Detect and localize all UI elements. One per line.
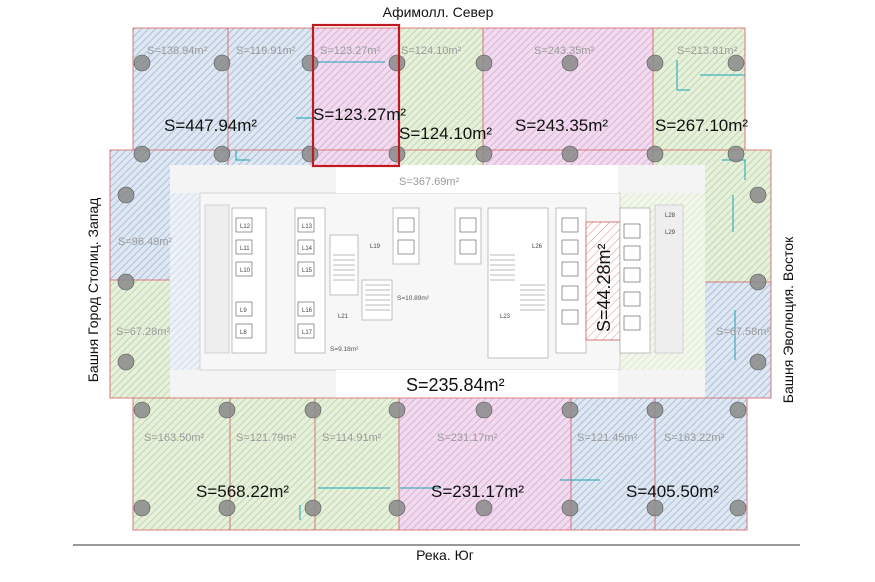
area-label-small: S=231.17m²: [437, 432, 498, 444]
outline: [109, 27, 772, 531]
room-tag: L29: [665, 230, 676, 236]
zone-north-east[interactable]: [653, 28, 745, 165]
area-label-large: S=405.50m²: [626, 482, 719, 501]
room-tag: L23: [500, 314, 511, 320]
area-label-small: S=67.28m²: [116, 326, 170, 338]
area-label-small: S=163.22m²: [664, 432, 725, 444]
zone-north-center[interactable]: [399, 28, 483, 165]
area-label-small: S=121.79m²: [236, 432, 297, 444]
area-label-small: S=123.27m²: [320, 45, 381, 57]
area-label-large: S=44.28m²: [594, 243, 614, 332]
area-label-large: S=123.27m²: [313, 105, 406, 124]
zone-north-selected[interactable]: [313, 28, 399, 165]
room-tag: L17: [302, 330, 313, 336]
room-tag: L9: [240, 308, 247, 314]
columns: [117, 54, 767, 517]
area-label-small: S=124.10m²: [401, 45, 462, 57]
room-tag: L13: [302, 224, 313, 230]
zone-south-center-west[interactable]: [315, 398, 399, 530]
room-tag: L28: [665, 213, 676, 219]
room-tag: L11: [240, 246, 250, 252]
zone-east-lower[interactable]: [705, 282, 771, 398]
big-area-labels: S=447.94m² S=123.27m² S=124.10m² S=243.3…: [164, 105, 748, 501]
area-label-small: S=119.91m²: [236, 45, 296, 57]
area-label-small: S=114.91m²: [322, 432, 382, 444]
area-label-large: S=267.10m²: [655, 116, 748, 135]
core-area-label: S=10.89m²: [397, 295, 430, 302]
label-north: Афимолл. Север: [383, 4, 494, 20]
area-label-small: S=163.50m²: [144, 432, 205, 444]
room-tag: L21: [338, 314, 349, 320]
core-room-tags: L12 L11 L10 L9 L8 L13 L14 L15 L16 L17 L1…: [240, 213, 676, 336]
area-label-small: S=121.45m²: [577, 432, 638, 444]
zone-west-lower[interactable]: [110, 280, 170, 398]
room-tag: L15: [302, 268, 313, 274]
area-label-large: S=235.84m²: [406, 375, 505, 395]
label-west: Башня Город Столиц. Запад: [85, 198, 101, 383]
room-tag: L14: [302, 246, 313, 252]
partitions: [235, 60, 746, 520]
area-label-large: S=231.17m²: [431, 482, 524, 501]
zone-north-east-center[interactable]: [483, 28, 653, 165]
area-label-large: S=243.35m²: [515, 116, 608, 135]
area-label-large: S=124.10m²: [399, 124, 492, 143]
area-label-small: S=367.69m²: [399, 176, 460, 188]
room-tag: L10: [240, 268, 251, 274]
room-tag: L8: [240, 330, 247, 336]
zone-north-west[interactable]: [133, 28, 313, 165]
small-area-labels: S=138.94m² S=119.91m² S=123.27m² S=124.1…: [116, 45, 770, 444]
label-east: Башня Эволюция. Восток: [780, 236, 796, 403]
area-label-large: S=568.22m²: [196, 482, 289, 501]
building-core: [199, 165, 684, 398]
area-label-small: S=138.94m²: [147, 45, 208, 57]
zone-west-upper[interactable]: [110, 150, 170, 280]
label-south: Река. Юг: [416, 547, 474, 563]
area-label-small: S=67.58m²: [716, 326, 770, 338]
area-label-small: S=213.81m²: [677, 45, 738, 57]
selected-unit-highlight[interactable]: [311, 23, 401, 168]
core-area-label: S=9.18m²: [330, 346, 359, 353]
room-tag: L19: [370, 244, 381, 250]
room-tag: L12: [240, 224, 251, 230]
room-tag: L26: [532, 244, 543, 250]
zone-east-upper[interactable]: [705, 150, 771, 282]
room-tag: L16: [302, 308, 313, 314]
area-label-small: S=243.35m²: [534, 45, 595, 57]
area-label-large: S=447.94m²: [164, 116, 257, 135]
area-label-small: S=96.49m²: [118, 236, 172, 248]
